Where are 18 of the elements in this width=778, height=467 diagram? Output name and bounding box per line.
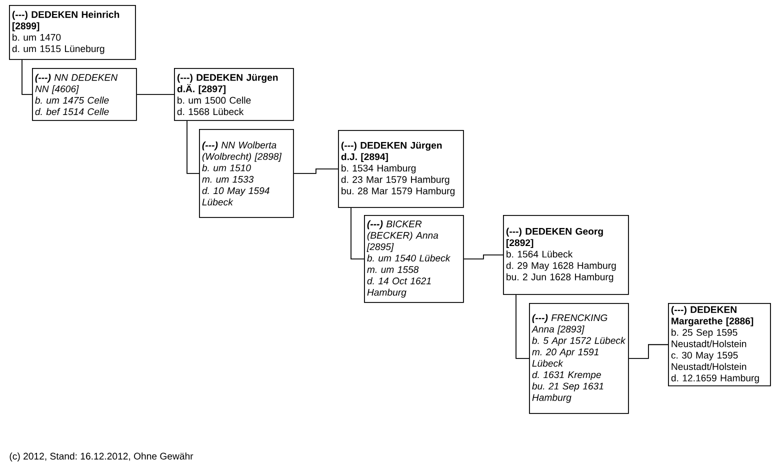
- person-box: (---) DEDEKEN Jürgen d.J. [2894] b. 1534 Hamburg d. 23 Mar 1579 Hamburg bu. 28 Mar 1579 Hamburg: [338, 130, 464, 208]
- person-box: (---) DEDEKEN Margarethe [2886] b. 25 Sep 1595 Neustadt/Holstein c. 30 May 1595 Neustadt/Holstein d. 12.1659 Hamburg: [668, 303, 771, 386]
- connector-line: [628, 344, 668, 359]
- footer-note: (c) 2012, Stand: 16.12.2012, Ohne Gewähr: [10, 452, 194, 462]
- connector-line: [350, 207, 364, 260]
- connector-line: [22, 59, 32, 95]
- person-box: (---) DEDEKEN Heinrich [2899] b. um 1470 d. um 1515 Lüneburg: [9, 5, 136, 60]
- connector-line: [293, 168, 338, 174]
- person-box: (---) FRENCKING Anna [2893] b. 5 Apr 1572 Lübeck m. 20 Apr 1591 Lübeck d. 1631 Krempe bu. 21 Sep 1631 Hamburg: [529, 303, 629, 414]
- connector-line: [463, 254, 504, 260]
- connector-line: [136, 94, 174, 95]
- person-box: (---) NN Wolberta (Wolbrecht) [2898] b. um 1510 m. um 1533 d. 10 May 1594 Lübeck: [199, 129, 294, 218]
- person-box: (---) NN DEDEKEN NN [4606] b. um 1475 Celle d. bef 1514 Celle: [32, 68, 137, 121]
- person-box: (---) BICKER (BECKER) Anna [2895] b. um 1540 Lübeck m. um 1558 d. 14 Oct 1621 Hamburg: [364, 215, 464, 303]
- person-box: (---) DEDEKEN Georg [2892] b. 1564 Lübeck d. 29 May 1628 Hamburg bu. 2 Jun 1628 Hamburg: [503, 215, 629, 295]
- connector-line: [186, 120, 200, 174]
- connector-line: [516, 294, 530, 359]
- person-box: (---) DEDEKEN Jürgen d.Ä. [2897] b. um 1500 Celle d. 1568 Lübeck: [174, 68, 294, 121]
